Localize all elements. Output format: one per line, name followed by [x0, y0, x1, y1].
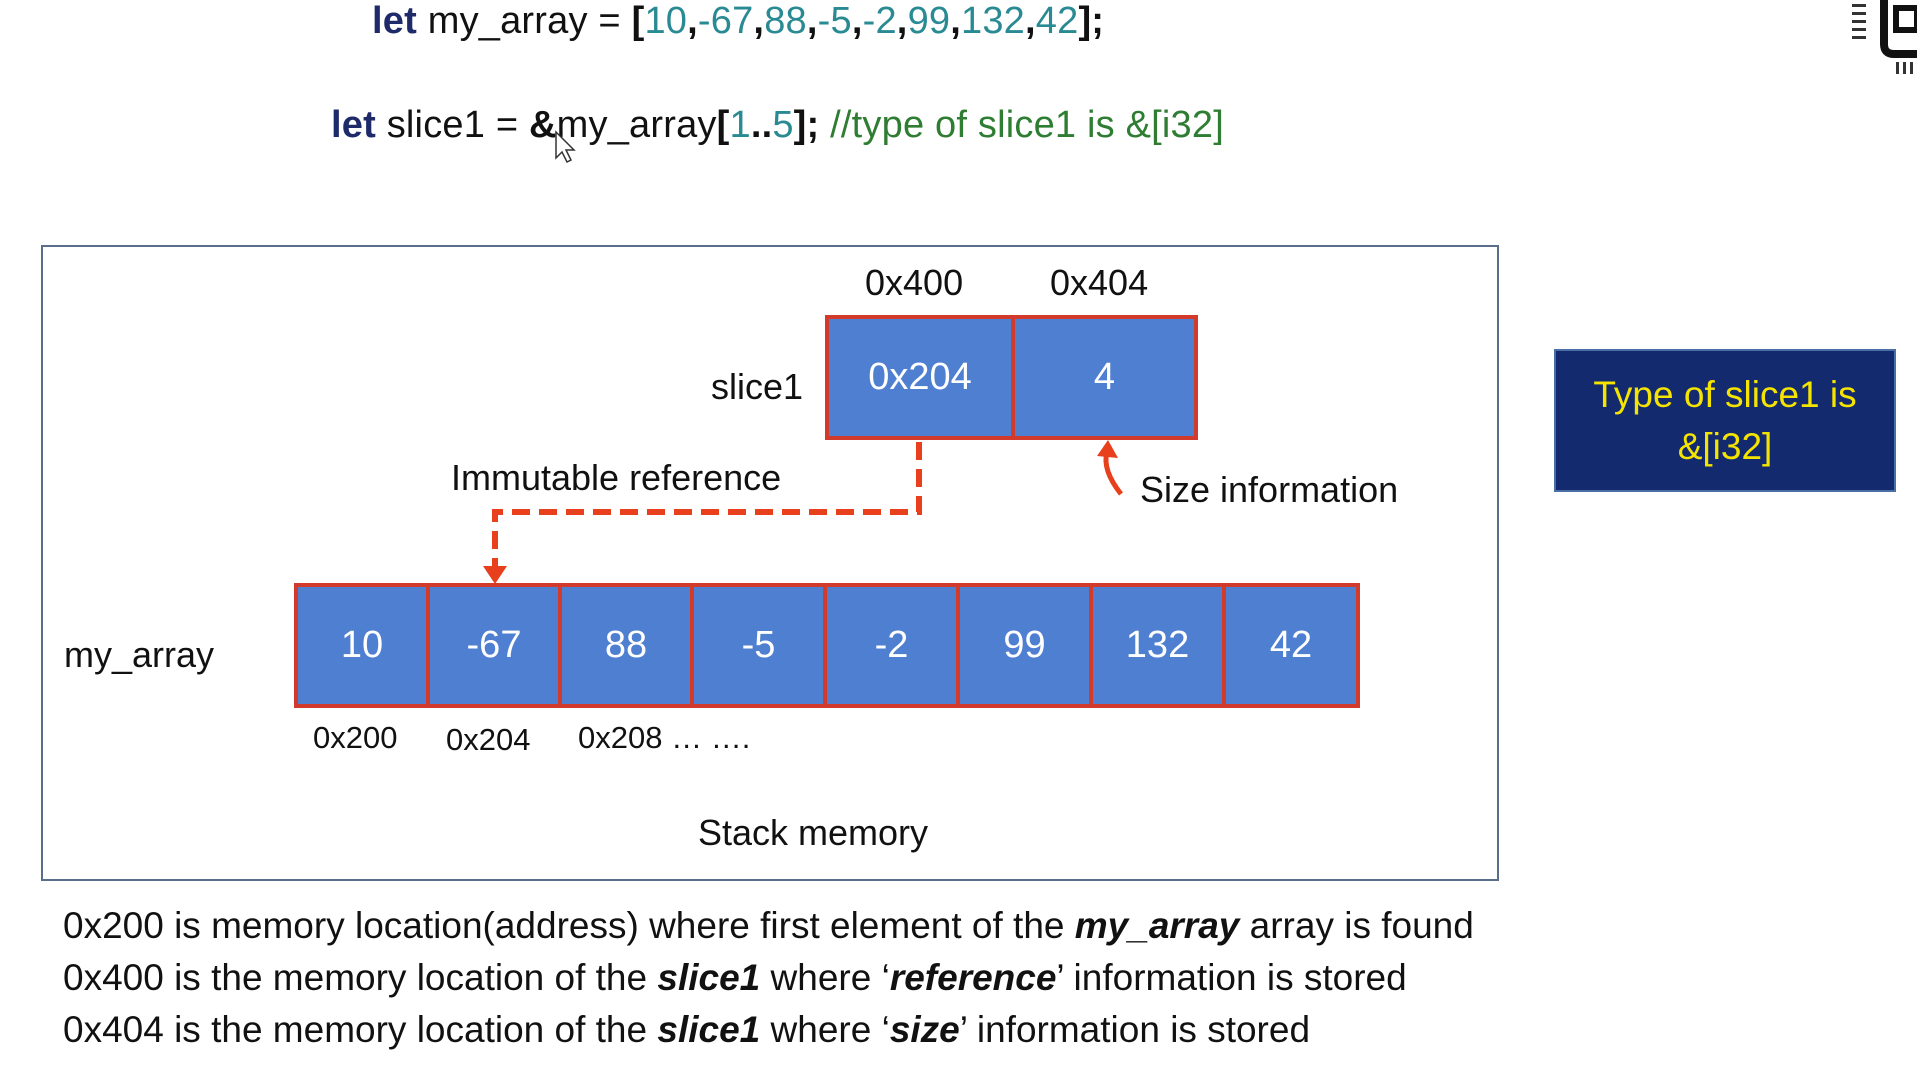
- slice-source-array: my_array: [556, 104, 717, 146]
- keyword-let: let: [331, 104, 376, 146]
- range-dots: ..: [750, 104, 773, 146]
- array-literal-value: 88: [764, 0, 807, 42]
- note-emphasis: size: [889, 1009, 960, 1050]
- bracket-open: [: [716, 104, 730, 146]
- array-decl: my_array =: [416, 0, 632, 42]
- comma: ,: [896, 0, 908, 42]
- note-line-2: 0x400 is the memory location of the slic…: [63, 957, 1407, 999]
- bracket-close: ];: [1078, 0, 1105, 42]
- note-line-3: 0x404 is the memory location of the slic…: [63, 1009, 1310, 1051]
- note-text: array is found: [1239, 905, 1474, 946]
- code-line-array: let my_array = [10,-67,88,-5,-2,99,132,4…: [372, 0, 1104, 43]
- ampersand: &: [528, 104, 557, 146]
- note-text: ’ information is stored: [959, 1009, 1311, 1050]
- note-text: 0x200 is memory location(address) where …: [63, 905, 1075, 946]
- note-text: ’ information is stored: [1056, 957, 1407, 998]
- comma: ,: [806, 0, 818, 42]
- note-text: where ‘: [760, 957, 890, 998]
- array-cell: 10: [294, 583, 430, 708]
- code-line-slice: let slice1 = &my_array[1..5]; //type of …: [331, 104, 1224, 147]
- note-emphasis: my_array: [1074, 905, 1240, 946]
- array-literal-value: 132: [961, 0, 1026, 42]
- array-literal-value: -67: [697, 0, 754, 42]
- array-cell: 42: [1222, 583, 1360, 708]
- bracket-close: ];: [793, 104, 820, 146]
- comma: ,: [753, 0, 765, 42]
- array-literal-value: 99: [907, 0, 951, 42]
- code-comment: //type of slice1 is &[i32]: [819, 104, 1224, 146]
- comma: ,: [851, 0, 863, 42]
- note-text: 0x404 is the memory location of the: [63, 1009, 658, 1050]
- array-cell: 99: [956, 583, 1093, 708]
- type-callout-line1: Type of slice1 is: [1593, 374, 1857, 415]
- slice-cell-length: 4: [1011, 315, 1198, 440]
- app-corner-icon: [1852, 0, 1917, 74]
- array-cell: 88: [558, 583, 694, 708]
- slice-cell-pointer: 0x204: [825, 315, 1015, 440]
- array-literal-value: -5: [817, 0, 852, 42]
- range-start: 1: [729, 104, 751, 146]
- bracket-open: [: [631, 0, 645, 42]
- array-literal-value: 10: [644, 0, 688, 42]
- array-address: 0x200: [313, 720, 398, 755]
- slice-label: slice1: [711, 366, 804, 407]
- array-cell: -2: [823, 583, 960, 708]
- note-line-1: 0x200 is memory location(address) where …: [63, 905, 1474, 947]
- array-address: 0x208 … ….: [578, 720, 751, 755]
- comma: ,: [1025, 0, 1036, 42]
- type-callout-line2: &[i32]: [1677, 426, 1773, 467]
- array-cell: -67: [426, 583, 562, 708]
- array-cell: -5: [690, 583, 827, 708]
- stack-memory-panel: [41, 245, 1499, 881]
- slice-decl: slice1 =: [375, 104, 529, 146]
- keyword-let: let: [372, 0, 417, 42]
- array-label: my_array: [64, 634, 215, 675]
- note-emphasis: slice1: [657, 957, 761, 998]
- note-text: 0x400 is the memory location of the: [63, 957, 658, 998]
- note-emphasis: slice1: [657, 1009, 761, 1050]
- comma: ,: [687, 0, 698, 42]
- note-emphasis: reference: [889, 957, 1057, 998]
- stack-memory-label: Stack memory: [698, 812, 929, 853]
- array-address: 0x204: [446, 722, 531, 757]
- immutable-reference-label: Immutable reference: [451, 457, 782, 498]
- array-literal-value: 42: [1035, 0, 1079, 42]
- range-end: 5: [772, 104, 794, 146]
- slice-address-ref: 0x400: [865, 262, 964, 303]
- type-callout: Type of slice1 is &[i32]: [1554, 349, 1896, 492]
- array-cell: 132: [1089, 583, 1226, 708]
- array-literal-value: -2: [862, 0, 897, 42]
- size-information-label: Size information: [1140, 469, 1399, 510]
- comma: ,: [950, 0, 961, 42]
- slice-address-size: 0x404: [1050, 262, 1149, 303]
- note-text: where ‘: [760, 1009, 890, 1050]
